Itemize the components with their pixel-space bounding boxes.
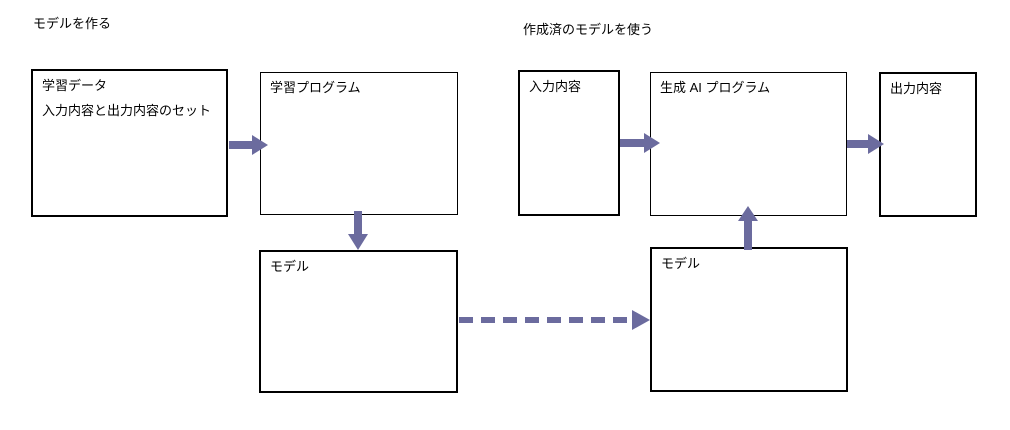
- section-title-create-model: モデルを作る: [33, 16, 112, 31]
- box-model-right-title: モデル: [661, 256, 701, 271]
- arrow-model-to-model-dashed-icon: [459, 310, 650, 330]
- box-model-right: モデル: [650, 247, 848, 392]
- box-model-left-title: モデル: [270, 259, 310, 274]
- box-training-data: 学習データ 入力内容と出力内容のセット: [31, 69, 228, 217]
- box-input-content: 入力内容: [518, 70, 620, 216]
- box-gen-ai-program: 生成 AI プログラム: [650, 72, 847, 216]
- box-output-content-title: 出力内容: [890, 81, 943, 96]
- box-gen-ai-program-title: 生成 AI プログラム: [660, 80, 771, 95]
- section-title-use-model: 作成済のモデルを使う: [523, 22, 654, 37]
- box-training-data-title: 学習データ: [42, 78, 108, 93]
- box-model-left: モデル: [259, 250, 458, 393]
- box-training-program: 学習プログラム: [260, 72, 458, 215]
- arrow-program-to-model-icon: [348, 211, 368, 250]
- box-input-content-title: 入力内容: [529, 79, 582, 94]
- box-output-content: 出力内容: [879, 72, 977, 217]
- box-training-data-subtitle: 入力内容と出力内容のセット: [42, 103, 212, 118]
- box-training-program-title: 学習プログラム: [270, 80, 361, 95]
